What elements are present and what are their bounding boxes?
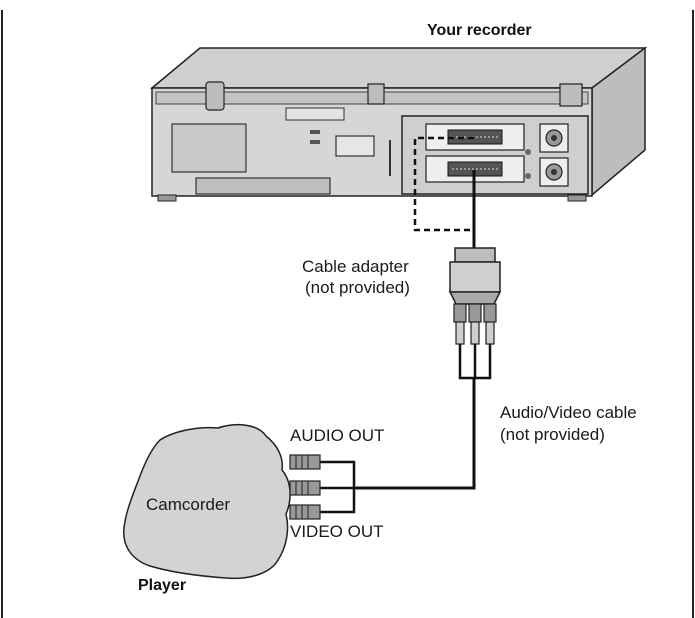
cable-adapter-label-line2: (not provided) [305,278,410,297]
cable-adapter-label-line1: Cable adapter [302,257,409,276]
video-recorder [149,46,648,202]
recorder-title: Your recorder [427,22,532,39]
av-cable-label-line1: Audio/Video cable [500,403,637,422]
audio-out-label: AUDIO OUT [290,426,384,445]
cable-adapter [413,136,502,345]
rca-plugs-adapter [453,303,497,345]
camcorder-label: Camcorder [146,495,230,514]
diagram-border [1,10,694,618]
av-cable-label-line2: (not provided) [500,425,605,444]
scart-socket-1 [425,123,525,151]
audio-video-cable [318,344,492,514]
antenna-connectors [539,123,569,187]
video-out-label: VIDEO OUT [290,522,384,541]
camcorder-output-jacks [289,454,321,520]
player-title: Player [138,577,186,594]
camcorder-device [123,423,321,580]
